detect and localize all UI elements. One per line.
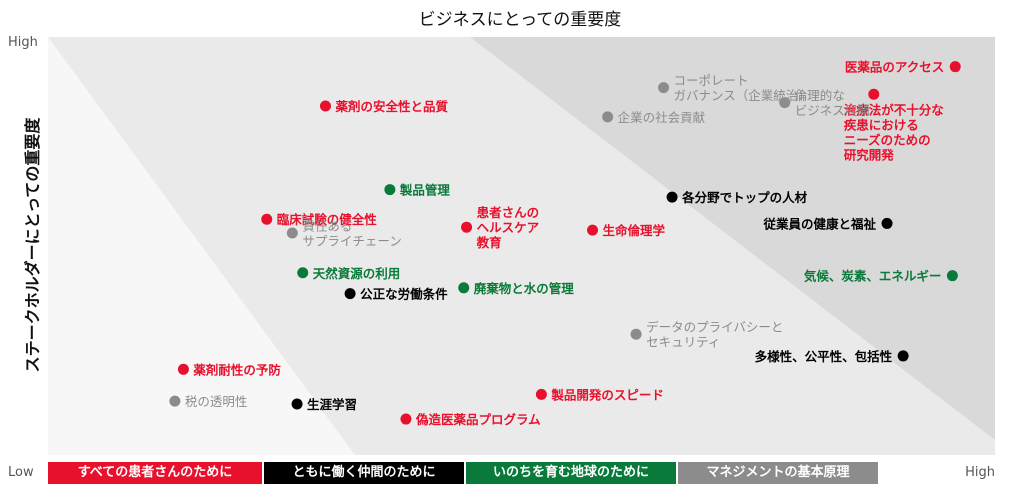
point-label: 従業員の健康と福祉 (763, 216, 877, 231)
data-point-colleagues: 多様性、公平性、包括性 (755, 349, 909, 364)
point-label: 製品管理 (399, 183, 451, 198)
point-marker (630, 328, 642, 340)
chart-title: ビジネスにとっての重要度 (419, 10, 622, 30)
point-label: 廃棄物と水の管理 (474, 281, 575, 296)
point-label: 生涯学習 (307, 397, 357, 412)
point-marker (897, 350, 909, 362)
point-marker (344, 288, 356, 300)
point-marker (177, 363, 189, 375)
band-high (470, 37, 995, 440)
data-point-patients: 製品開発のスピード (535, 387, 664, 402)
point-marker (291, 398, 303, 410)
point-label: 倫理的な (795, 88, 845, 103)
data-point-patients: 医薬品のアクセス (845, 60, 961, 75)
legend-item-planet: いのちを育む地球のために (466, 462, 676, 484)
data-point-patients: 偽造医薬品プログラム (400, 412, 541, 427)
chart-background (48, 37, 995, 455)
point-label: ニーズのための (844, 132, 931, 147)
point-marker (949, 61, 961, 73)
point-marker (297, 267, 309, 279)
data-point-planet: 廃棄物と水の管理 (458, 281, 574, 296)
point-label: 生命倫理学 (603, 223, 666, 238)
point-label: 企業の社会貢献 (618, 110, 706, 125)
point-label: 各分野でトップの人材 (681, 190, 808, 205)
data-point-colleagues: 各分野でトップの人材 (666, 190, 808, 205)
point-marker (602, 111, 614, 123)
point-label: 薬剤の安全性と品質 (334, 99, 448, 114)
point-marker (319, 100, 331, 112)
point-marker (666, 191, 678, 203)
point-label: 偽造医薬品プログラム (415, 412, 541, 427)
point-marker (286, 227, 298, 239)
data-point-colleagues: 従業員の健康と福祉 (763, 216, 893, 231)
point-label: 教育 (476, 235, 503, 250)
point-marker (169, 395, 181, 407)
point-label: コーポレート (674, 73, 749, 88)
point-marker (587, 224, 599, 236)
legend-item-management: マネジメントの基本原理 (678, 462, 878, 484)
point-marker (868, 88, 880, 100)
data-point-planet: 天然資源の利用 (297, 266, 400, 281)
y-axis-label: ステークホルダーにとっての重要度 (23, 117, 42, 373)
point-label: データのプライバシーと (646, 320, 783, 335)
point-label: ヘルスケア (477, 220, 540, 235)
point-label: 薬剤耐性の予防 (192, 362, 281, 377)
point-marker (384, 184, 396, 196)
point-label: 公正な労働条件 (360, 287, 448, 302)
band-low (48, 37, 355, 455)
point-label: 責任ある (302, 219, 352, 234)
point-label: 医薬品のアクセス (845, 60, 944, 75)
point-label: 多様性、公平性、包括性 (755, 349, 893, 364)
data-point-patients: 薬剤の安全性と品質 (319, 99, 448, 114)
point-marker (881, 217, 893, 229)
data-point-patients: 薬剤耐性の予防 (177, 362, 281, 377)
point-marker (535, 388, 547, 400)
point-label: 患者さんの (477, 205, 540, 220)
point-marker (261, 213, 273, 225)
point-label: 研究開発 (844, 147, 895, 162)
point-label: 天然資源の利用 (313, 266, 401, 281)
point-label: 治療法が不十分な (844, 102, 944, 117)
x-axis-low-label: Low (8, 465, 34, 480)
data-points: 医薬品のアクセス治療法が不十分な疾患におけるニーズのための研究開発薬剤の安全性と… (169, 60, 961, 427)
point-label: 臨床試験の健全性 (277, 212, 378, 227)
data-point-planet: 製品管理 (384, 183, 450, 198)
point-marker (458, 282, 470, 294)
data-point-management: 税の透明性 (169, 394, 247, 409)
point-marker (946, 270, 958, 282)
point-marker (400, 413, 412, 425)
data-point-management: 企業の社会貢献 (602, 110, 705, 125)
point-label: サプライチェーン (302, 234, 401, 249)
point-label: 気候、炭素、エネルギー (804, 269, 942, 284)
point-label: ビジネス展開 (795, 103, 870, 118)
legend-item-colleagues: ともに働く仲間のために (264, 462, 464, 484)
legend-item-patients: すべての患者さんのために (48, 462, 262, 484)
point-marker (779, 97, 791, 109)
point-marker (461, 221, 473, 233)
data-point-colleagues: 公正な労働条件 (344, 287, 448, 302)
legend: すべての患者さんのために ともに働く仲間のために いのちを育む地球のために マネ… (48, 462, 878, 484)
y-axis-high-label: High (8, 35, 38, 50)
point-label: 疾患における (844, 117, 919, 132)
point-label: セキュリティ (646, 335, 720, 350)
data-point-patients: 生命倫理学 (587, 223, 666, 238)
point-label: 製品開発のスピード (550, 387, 664, 402)
data-point-planet: 気候、炭素、エネルギー (804, 269, 958, 284)
data-point-patients: 臨床試験の健全性 (261, 212, 377, 227)
point-label: 税の透明性 (185, 394, 248, 409)
point-label: ガバナンス（企業統治） (674, 88, 811, 103)
data-point-colleagues: 生涯学習 (291, 397, 357, 412)
point-marker (658, 82, 670, 94)
x-axis-high-label: High (965, 465, 995, 480)
